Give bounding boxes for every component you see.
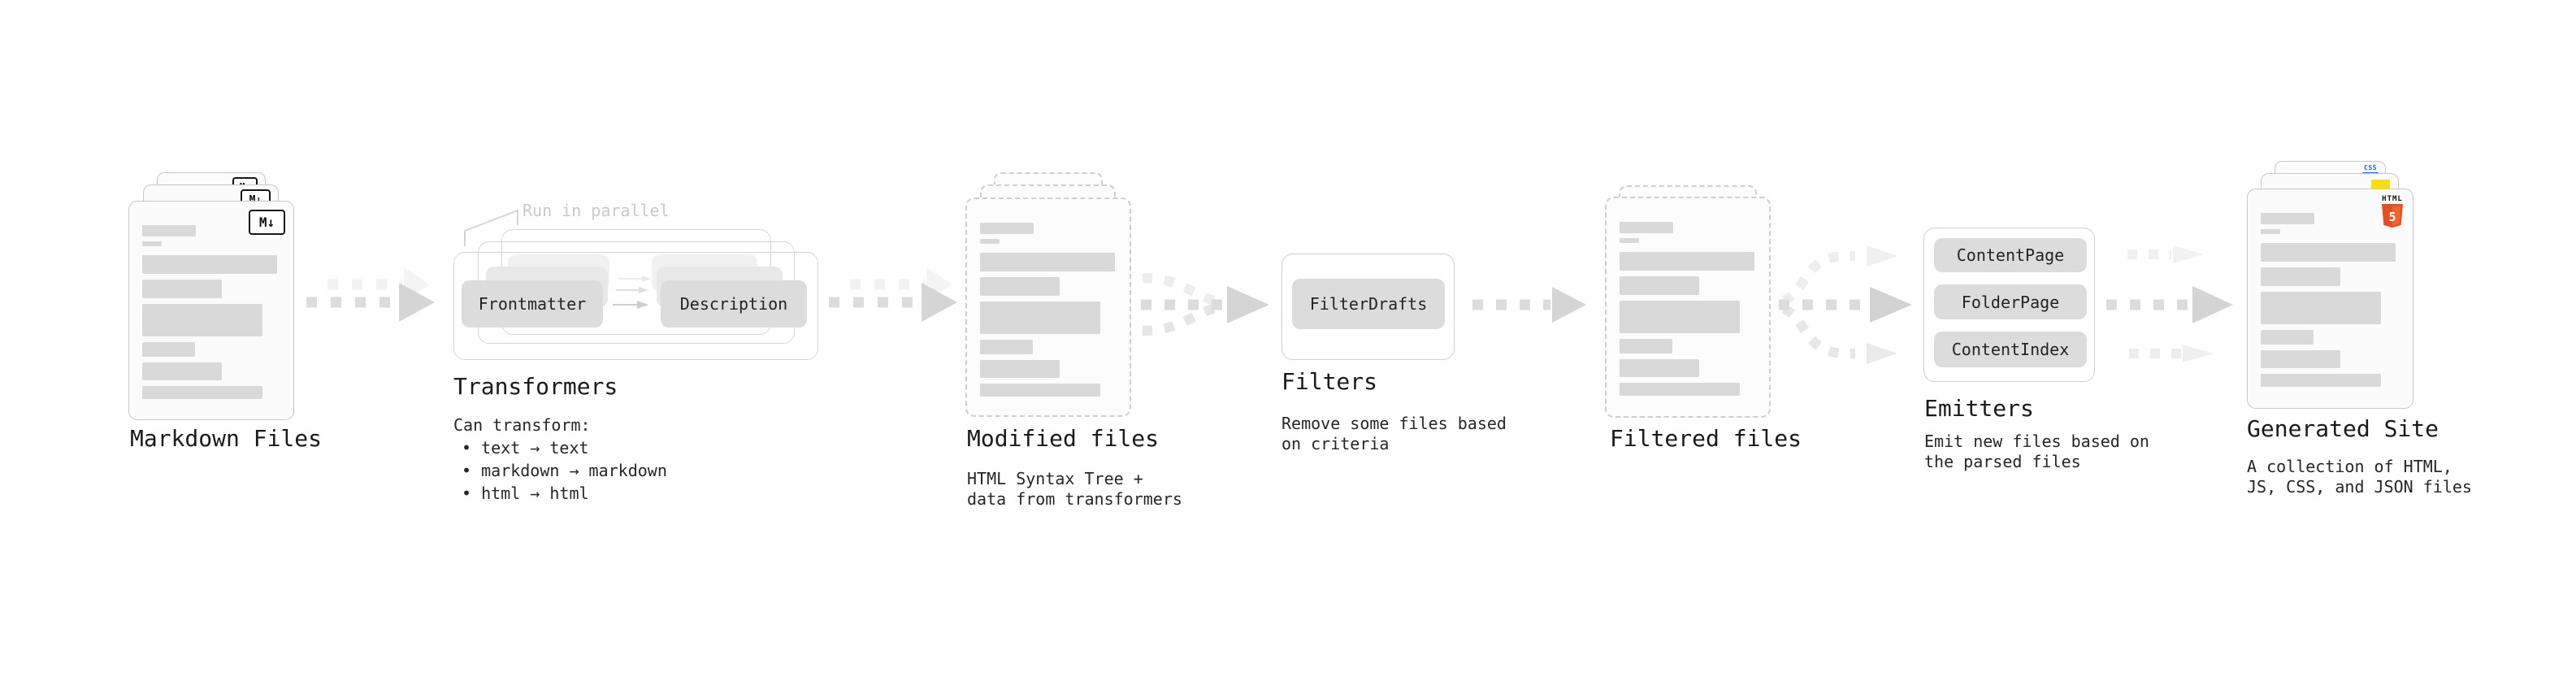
stage-title-transformers: Transformers	[453, 373, 618, 400]
doc-text-bar	[980, 253, 1115, 271]
markdown-icon: M↓	[249, 210, 285, 235]
doc-text-bar	[2261, 213, 2314, 224]
subtitle-line: on criteria	[1281, 434, 1390, 453]
arrow-filters-to-filtered	[1472, 287, 1586, 323]
html5-icon: HTML 5	[2380, 196, 2405, 231]
doc-text-bar	[142, 255, 277, 274]
pill-filterdrafts: FilterDrafts	[1292, 279, 1445, 329]
doc-text-bar	[2261, 330, 2314, 345]
doc-text-bar	[142, 342, 195, 357]
svg-text:5: 5	[2388, 210, 2396, 224]
doc-card-front: M↓	[128, 201, 294, 420]
doc-text-bar	[142, 304, 262, 336]
doc-text-bar	[2261, 292, 2381, 324]
doc-text-bar	[980, 301, 1100, 334]
doc-text-bar	[1620, 339, 1672, 354]
arrow-head	[2192, 286, 2233, 323]
subtitle-line: HTML Syntax Tree +	[967, 469, 1143, 488]
transformers-frame-front	[453, 252, 818, 360]
arrow-head	[399, 283, 435, 322]
arrow-emitters-to-generated	[2106, 245, 2233, 362]
arrow-head-bottom	[1867, 343, 1897, 364]
doc-text-bar	[1620, 359, 1699, 377]
arrow-head	[1552, 287, 1586, 323]
run-in-parallel-annotation: Run in parallel	[523, 201, 670, 220]
pill-contentindex: ContentIndex	[1934, 332, 2087, 367]
doc-text-bar	[980, 360, 1060, 378]
doc-text-bar	[142, 241, 162, 246]
doc-text-bar	[1620, 238, 1639, 243]
doc-text-bar	[1620, 276, 1699, 295]
transform-arrows-icon	[613, 275, 652, 309]
pill-folderpage: FolderPage	[1934, 284, 2087, 319]
stage-title-filtered-files: Filtered files	[1610, 425, 1802, 452]
subtitle-line: the parsed files	[1924, 452, 2081, 471]
subtitle-line: • html → html	[462, 484, 589, 503]
pill-contentpage: ContentPage	[1934, 238, 2087, 272]
pill-frontmatter: Frontmatter	[462, 280, 603, 327]
arrow-head	[1227, 286, 1269, 323]
subtitle-line: A collection of HTML,	[2247, 457, 2452, 476]
arrow-head	[1870, 287, 1912, 323]
arrow-head-top	[2173, 245, 2204, 263]
doc-text-bar	[980, 340, 1033, 354]
doc-text-bar	[980, 239, 1000, 244]
stage-title-modified-files: Modified files	[967, 425, 1160, 452]
arrow-filtered-to-emitters-split	[1779, 245, 1912, 364]
doc-text-bar	[2261, 243, 2396, 262]
subtitle-line: Remove some files based	[1281, 414, 1507, 433]
doc-text-bar	[2261, 267, 2340, 286]
html5-shield: 5	[2382, 204, 2403, 228]
arrow-head	[922, 283, 957, 322]
doc-text-bar	[1620, 252, 1754, 271]
doc-text-bar	[2261, 350, 2340, 368]
arrow-modified-to-filters-merge	[1141, 273, 1269, 336]
doc-text-bar	[142, 386, 262, 399]
subtitle-line: • text → text	[462, 438, 589, 458]
doc-text-bar	[1620, 383, 1740, 396]
doc-text-bar	[1620, 222, 1673, 233]
stage-subtitle-filters: Remove some files based on criteria	[1281, 414, 1507, 454]
annotation-leader-line	[464, 209, 518, 246]
doc-text-bar	[142, 225, 196, 236]
subtitle-line: JS, CSS, and JSON files	[2247, 477, 2472, 497]
doc-text-bar	[980, 277, 1060, 296]
arrow-head-bottom	[2183, 345, 2214, 362]
doc-text-bar	[1620, 301, 1740, 333]
doc-card-front	[1605, 197, 1771, 418]
subtitle-line: • markdown → markdown	[462, 461, 667, 480]
doc-text-bar	[980, 384, 1100, 397]
stage-subtitle-emitters: Emit new files based on the parsed files	[1924, 432, 2149, 472]
stage-title-generated-site: Generated Site	[2247, 415, 2439, 442]
subtitle-line: Emit new files based on	[1924, 432, 2149, 451]
arrow-head-top	[1867, 245, 1897, 267]
pill-description: Description	[661, 280, 807, 327]
doc-text-bar	[2261, 374, 2381, 387]
subtitle-line: Can transform:	[453, 415, 591, 435]
stage-subtitle-generated-site: A collection of HTML, JS, CSS, and JSON …	[2247, 457, 2472, 497]
stage-subtitle-modified-files: HTML Syntax Tree + data from transformer…	[967, 469, 1182, 510]
subtitle-line: data from transformers	[967, 489, 1182, 509]
doc-text-bar	[142, 280, 222, 298]
doc-card-front	[965, 197, 1131, 417]
doc-card-front: HTML 5	[2247, 189, 2413, 409]
stage-subtitle-transformers: Can transform: • text → text • markdown …	[453, 414, 667, 505]
arrow-markdown-to-transformers	[306, 267, 435, 322]
stage-title-emitters: Emitters	[1924, 395, 2034, 422]
stage-title-markdown-files: Markdown Files	[130, 425, 323, 452]
arrow-transformers-to-modified	[829, 267, 957, 322]
stage-title-filters: Filters	[1281, 368, 1378, 395]
doc-text-bar	[2261, 229, 2280, 234]
doc-text-bar	[980, 223, 1034, 234]
doc-text-bar	[142, 362, 222, 380]
